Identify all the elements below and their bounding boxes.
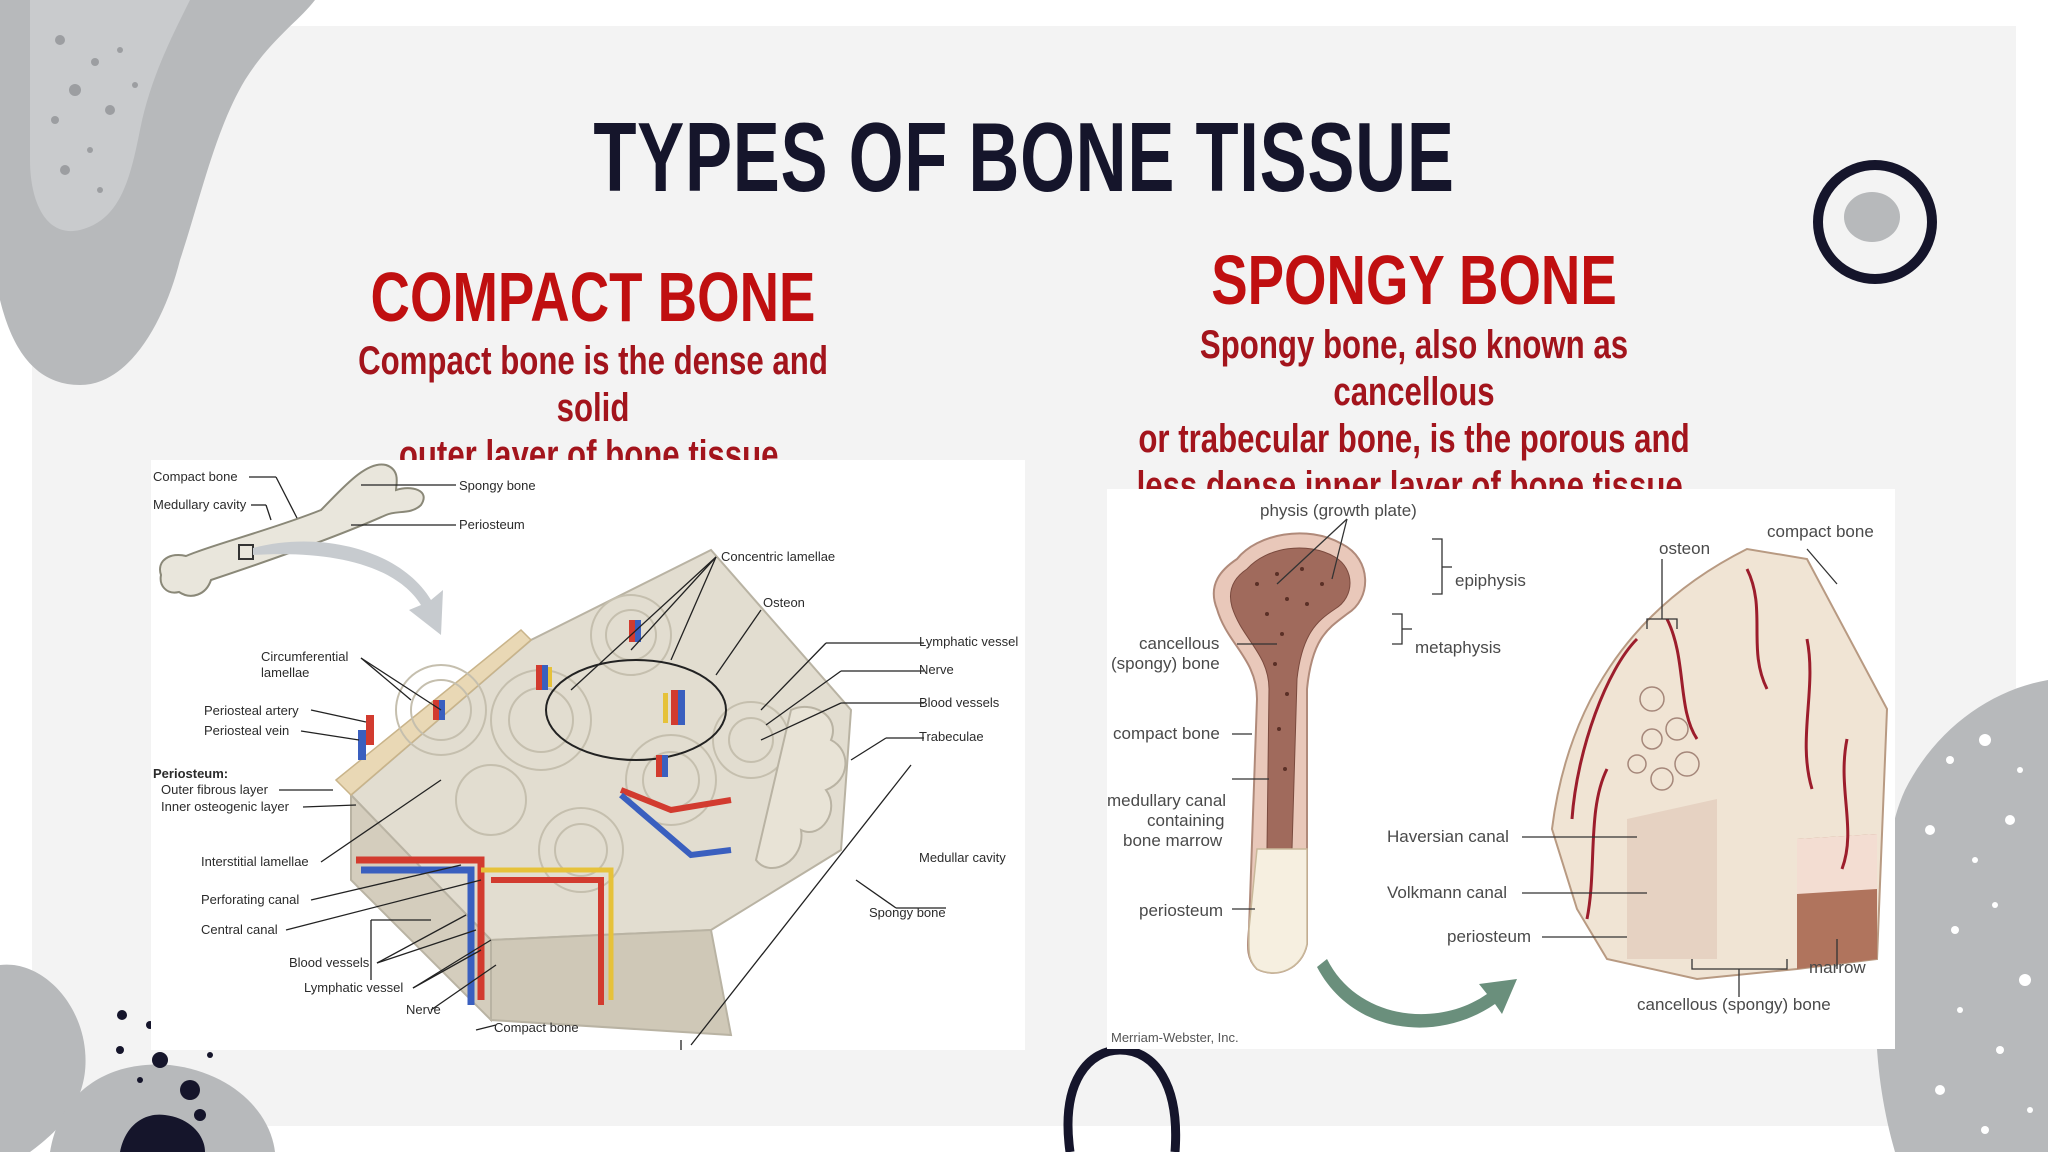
label-trabeculae: Trabeculae	[919, 729, 984, 744]
label-credit: Merriam-Webster, Inc.	[1111, 1030, 1239, 1045]
vessels	[356, 620, 732, 1005]
label-osteon-right: osteon	[1659, 539, 1710, 558]
label-periosteal-vein: Periosteal vein	[204, 723, 289, 738]
bottom-left-navy-blob	[120, 1114, 205, 1152]
label-circumferential-lamellae-2: lamellae	[261, 665, 309, 680]
label-periosteum-top: Periosteum	[459, 517, 525, 532]
bottom-left-gray-blob	[50, 1064, 275, 1152]
label-inner-osteogenic-layer: Inner osteogenic layer	[161, 799, 290, 814]
bottom-ring	[1063, 1045, 1181, 1152]
label-cancellous-1: cancellous	[1139, 634, 1219, 653]
label-medullary-2: containing	[1147, 811, 1225, 830]
label-nerve-right: Nerve	[919, 662, 954, 677]
label-periosteal-artery: Periosteal artery	[204, 703, 299, 718]
spongy-pores	[1255, 567, 1324, 771]
top-right-ring-dot	[1844, 192, 1900, 242]
femur-periosteum	[1248, 848, 1308, 974]
label-metaphysis: metaphysis	[1415, 638, 1501, 657]
leader-lines	[249, 476, 946, 1050]
spongy-desc-line2: or trabecular bone, is the porous and	[1138, 417, 1690, 461]
leader-lines-spongy	[1232, 518, 1838, 997]
label-physis: physis (growth plate)	[1260, 501, 1417, 520]
label-nerve-bottom: Nerve	[406, 1002, 441, 1017]
trabeculae-illustration	[754, 705, 847, 870]
label-compact-bone-top: Compact bone	[153, 469, 238, 484]
label-cancellous-2: (spongy) bone	[1111, 654, 1220, 673]
spongy-bone-heading: SPONGY BONE	[1211, 241, 1617, 319]
top-left-blob-inner	[30, 0, 190, 232]
label-periosteum-left: periosteum	[1139, 901, 1223, 920]
compact-bone-heading: COMPACT BONE	[370, 258, 816, 336]
label-medullar-cavity: Medullar cavity	[919, 850, 1006, 865]
label-spongy-bone-top: Spongy bone	[459, 478, 536, 493]
label-interstitial-lamellae: Interstitial lamellae	[201, 854, 309, 869]
label-volkmann-canal: Volkmann canal	[1387, 883, 1507, 902]
label-marrow: marrow	[1809, 958, 1866, 977]
top-left-speckles	[51, 35, 138, 193]
curve-arrow	[1317, 959, 1517, 1028]
section-marrow-top	[1797, 834, 1877, 894]
label-lymphatic-vessel-bottom: Lymphatic vessel	[304, 980, 403, 995]
osteon-highlight	[545, 659, 727, 761]
label-medullary-1: medullary canal	[1107, 791, 1226, 810]
femur-spongy	[1230, 547, 1351, 850]
osteons	[395, 594, 790, 893]
right-speckles	[1925, 734, 2033, 1134]
label-haversian-canal: Haversian canal	[1387, 827, 1509, 846]
label-concentric-lamellae: Concentric lamellae	[721, 549, 835, 564]
label-central-canal: Central canal	[201, 922, 278, 937]
top-right-ring	[1813, 160, 1937, 284]
label-epiphysis: epiphysis	[1455, 571, 1526, 590]
label-blood-vessels-bottom: Blood vessels	[289, 955, 370, 970]
compact-bone-diagram: Compact bone Spongy bone Medullary cavit…	[151, 460, 1025, 1050]
label-lymphatic-vessel-right: Lymphatic vessel	[919, 634, 1018, 649]
label-perforating-canal: Perforating canal	[201, 892, 299, 907]
spongy-bone-description: Spongy bone, also known as cancellous or…	[1118, 322, 1711, 510]
label-compact-bone-bottom: Compact bone	[494, 1020, 579, 1035]
label-periosteum-heading: Periosteum:	[153, 766, 228, 781]
spongy-bone-diagram: physis (growth plate) epiphysis metaphys…	[1107, 489, 1895, 1049]
long-bone-illustration	[159, 463, 425, 597]
compact-bone-description: Compact bone is the dense and solid oute…	[320, 338, 866, 479]
label-medullary-cavity-top: Medullary cavity	[153, 497, 247, 512]
section-vessels	[1570, 568, 1850, 920]
label-compact-bone-right: compact bone	[1767, 522, 1874, 541]
label-outer-fibrous-layer: Outer fibrous layer	[161, 782, 269, 797]
spongy-desc-line1: Spongy bone, also known as cancellous	[1199, 323, 1629, 414]
label-medullary-3: bone marrow	[1123, 831, 1223, 850]
label-osteon: Osteon	[763, 595, 805, 610]
bottom-left-blob	[0, 964, 86, 1152]
section-compact-layer	[1627, 799, 1717, 959]
label-cancellous-bottom: cancellous (spongy) bone	[1637, 995, 1831, 1014]
label-spongy-bone-bottom: Spongy bone	[869, 905, 946, 920]
right-blob	[1875, 680, 2048, 1152]
label-periosteum-right: periosteum	[1447, 927, 1531, 946]
label-blood-vessels-right: Blood vessels	[919, 695, 1000, 710]
label-compact-bone-left: compact bone	[1113, 724, 1220, 743]
slide-title: TYPES OF BONE TISSUE	[593, 102, 1455, 212]
section-osteons	[1627, 686, 1700, 791]
label-circumferential-lamellae-1: Circumferential	[261, 649, 349, 664]
compact-desc-line1: Compact bone is the dense and solid	[358, 339, 828, 430]
zoom-arrow	[253, 541, 443, 635]
